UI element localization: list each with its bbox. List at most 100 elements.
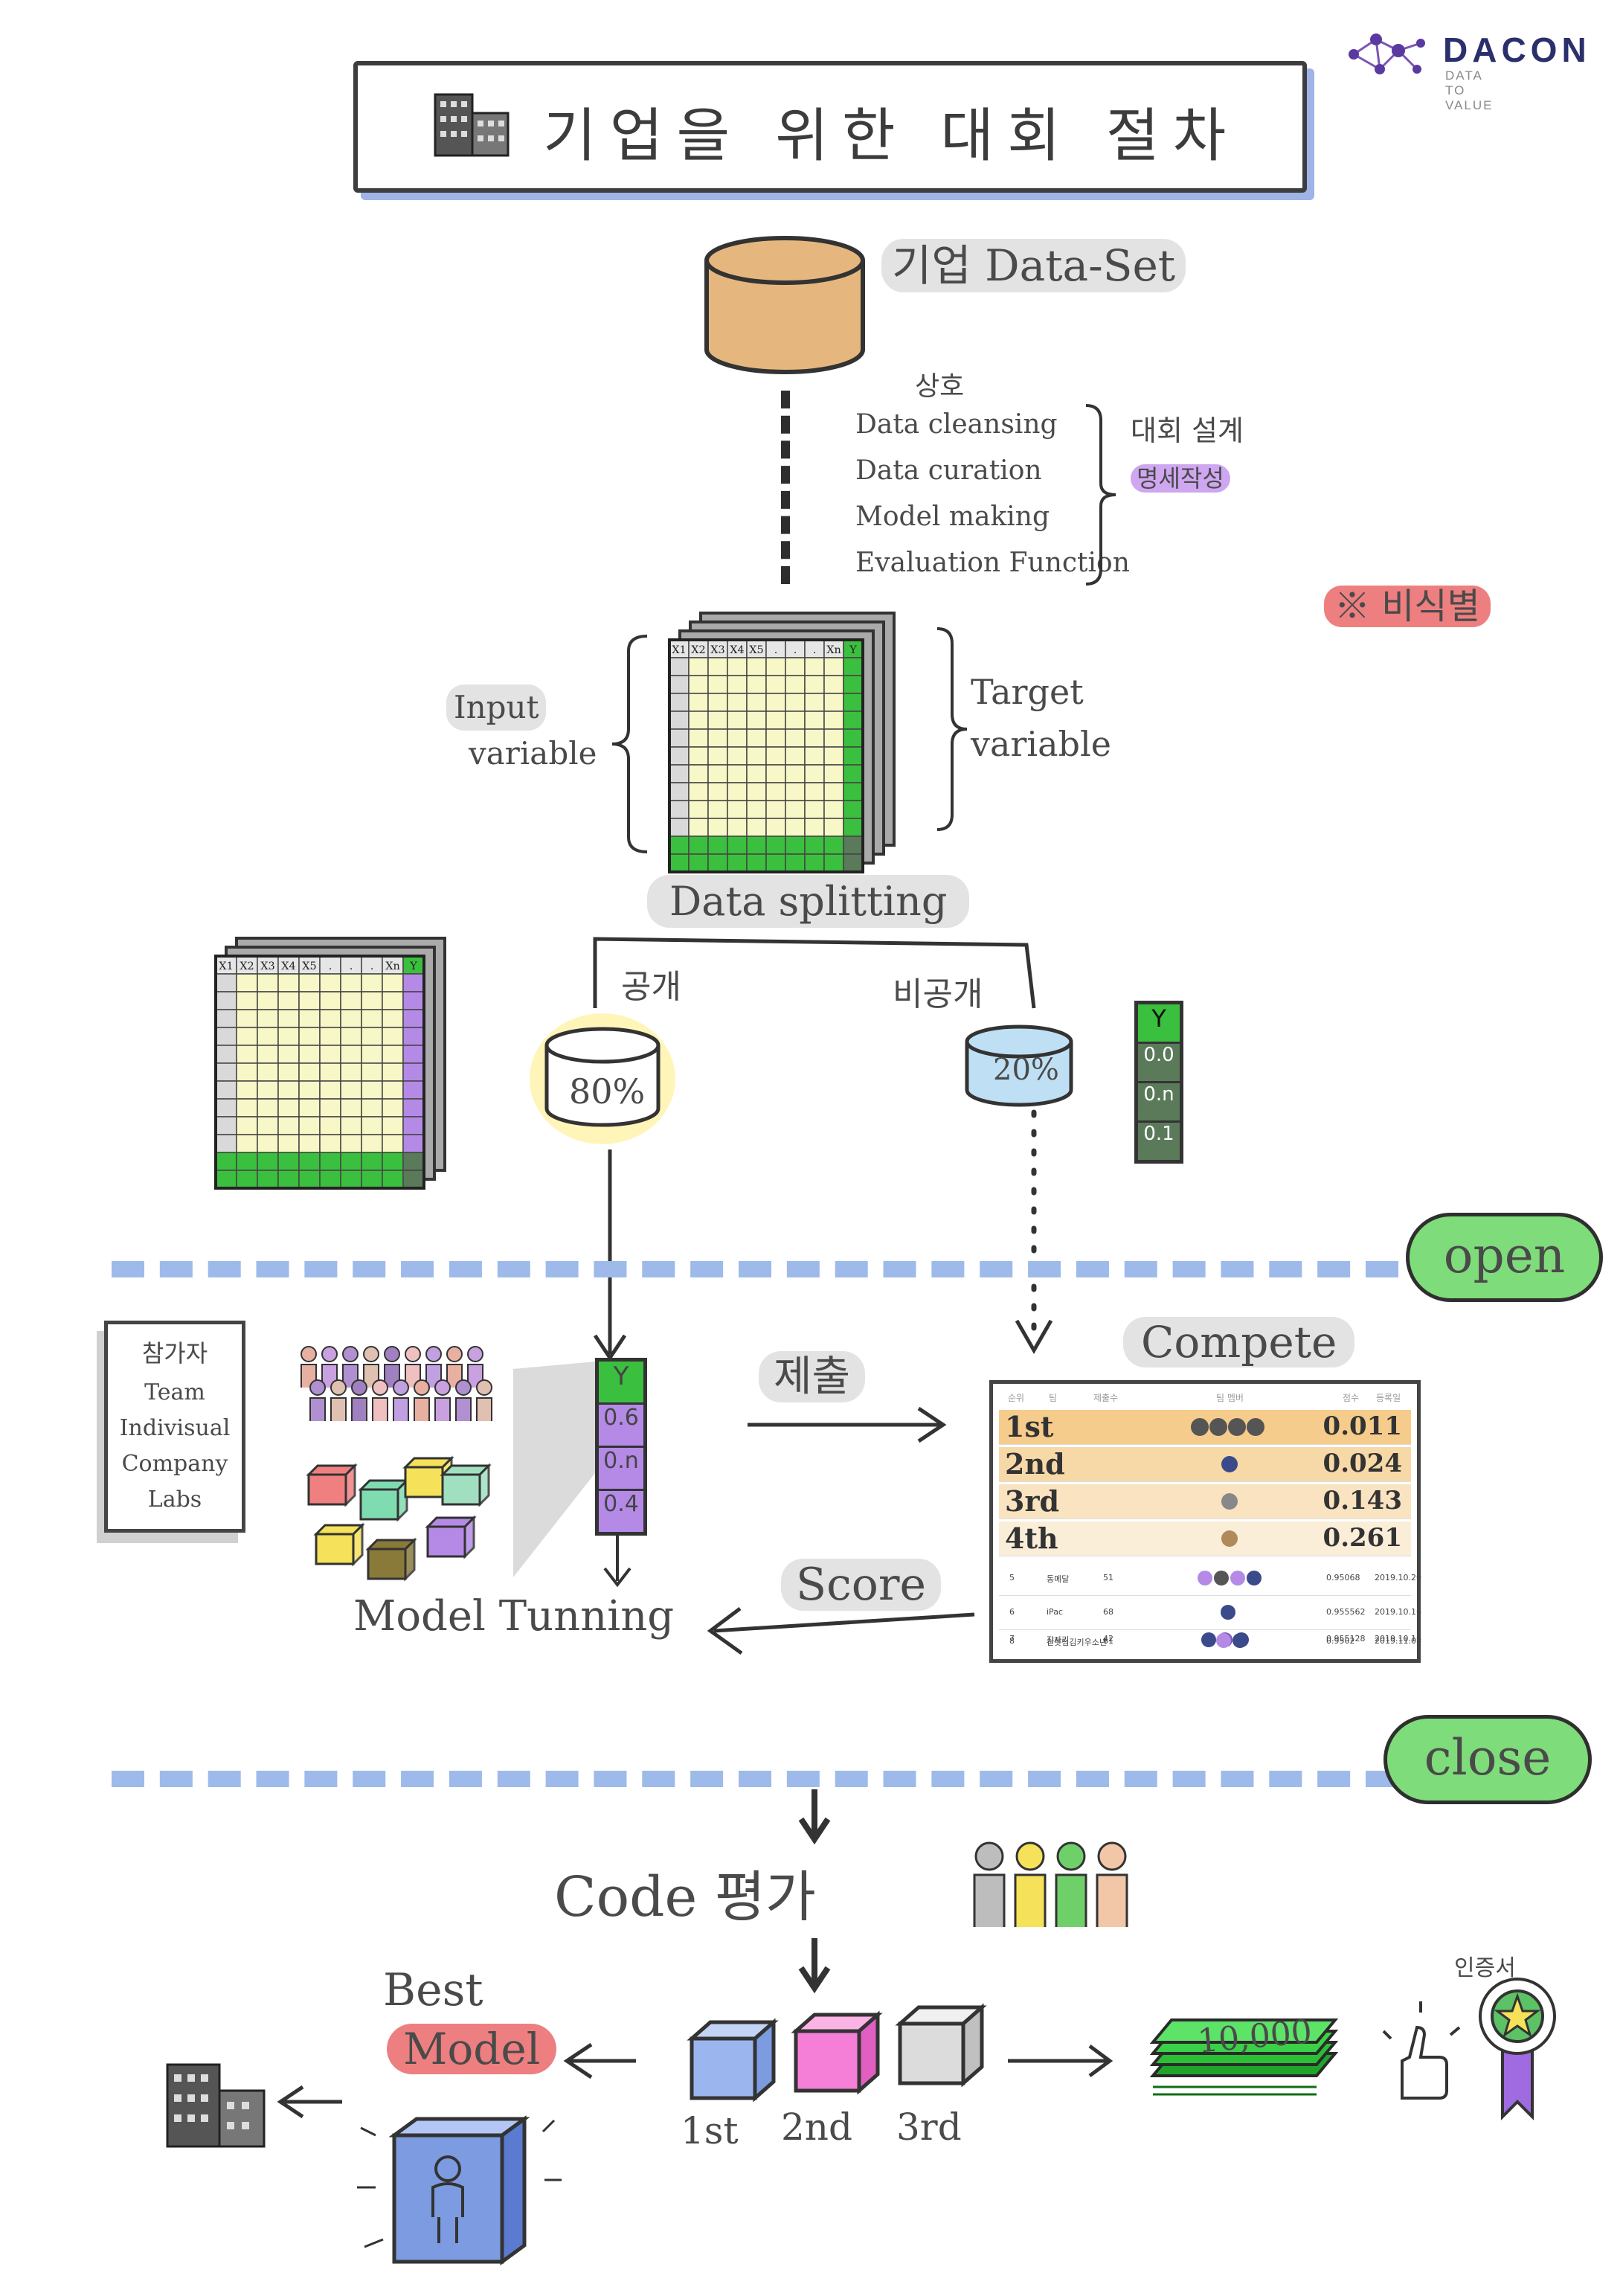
matrix-cell	[785, 675, 806, 694]
column-header: 순위	[1008, 1393, 1025, 1403]
matrix-cell	[340, 1045, 362, 1064]
matrix-cell	[688, 657, 709, 676]
team-cube-icon	[440, 1463, 492, 1507]
participants-card: 참가자 Team Indivisual Company Labs	[104, 1321, 245, 1533]
matrix-cell	[804, 782, 825, 801]
matrix-cell	[804, 639, 825, 658]
matrix-cell	[382, 1152, 404, 1171]
dataset-connector	[781, 391, 790, 584]
matrix-cell	[688, 782, 709, 801]
matrix-cell	[727, 693, 748, 712]
row-team: iPac	[1047, 1607, 1063, 1617]
compete-title-text: Compete	[1123, 1317, 1355, 1367]
matrix-cell	[215, 1116, 237, 1135]
matrix-header-label: Xn	[385, 961, 400, 972]
matrix-cell	[361, 1152, 383, 1171]
target-label-line: variable	[971, 724, 1111, 764]
matrix-cell	[319, 1080, 341, 1100]
matrix-cell	[361, 1045, 383, 1064]
consult-list: Data cleansing Data curation Model makin…	[855, 402, 1130, 586]
matrix-cell	[746, 782, 767, 801]
matrix-cell	[382, 1116, 404, 1135]
rank-label: 3rd	[1005, 1484, 1060, 1518]
matrix-cell	[727, 782, 748, 801]
matrix-cell	[215, 1009, 237, 1028]
public-cylinder	[528, 1012, 677, 1149]
logo-wordmark: DACON	[1443, 31, 1591, 69]
matrix-cell	[319, 1152, 341, 1171]
matrix-cell	[669, 800, 690, 819]
matrix-header-label: .	[350, 961, 353, 972]
matrix-cell	[688, 800, 709, 819]
matrix-cell	[746, 639, 767, 658]
extra-leaderboard-row[interactable]: 8 산뜻섬김키우소년 61 0.9502 2019.11.08	[999, 1626, 1421, 1655]
matrix-cell	[843, 711, 864, 730]
matrix-cell	[746, 675, 767, 694]
score-label: Score	[781, 1559, 942, 1611]
matrix-cell	[361, 1098, 383, 1117]
matrix-cell	[236, 1170, 258, 1189]
leaderboard-top-row[interactable]: 3rd 0.143	[999, 1484, 1411, 1519]
matrix-cell	[340, 1170, 362, 1189]
row-score: 0.955128	[1326, 1634, 1366, 1644]
row-score: 0.9502	[1326, 1636, 1355, 1646]
split-connector	[588, 930, 1041, 1015]
input-variable-label: Input variable	[446, 684, 597, 777]
matrix-cell	[319, 1009, 341, 1028]
matrix-cell	[319, 991, 341, 1010]
team-cube-icon	[306, 1463, 358, 1507]
place-label: 1st	[681, 2109, 739, 2152]
row-date: 2019.10.20	[1375, 1573, 1421, 1582]
matrix-cell	[746, 853, 767, 873]
matrix-cell	[382, 973, 404, 993]
row-count: 42	[1103, 1634, 1113, 1644]
matrix-cell	[688, 853, 709, 873]
award-ribbon-icon	[1476, 1975, 1566, 2127]
matrix-cell	[707, 836, 728, 855]
leaderboard-top-row[interactable]: 1st 0.011	[999, 1410, 1411, 1445]
matrix-cell	[402, 1098, 425, 1117]
matrix-cell	[746, 818, 767, 837]
matrix-cell	[688, 818, 709, 837]
nda-note: ※ 비식별	[1324, 577, 1491, 629]
matrix-cell	[298, 1134, 321, 1153]
leaderboard-top-row[interactable]: 4th 0.261	[999, 1521, 1411, 1556]
matrix-cell	[361, 1062, 383, 1082]
private-value-cell: 0.1	[1138, 1120, 1180, 1160]
matrix-cell	[688, 728, 709, 748]
consult-result-spec: 명세작성	[1131, 460, 1230, 494]
input-label-line: Input	[446, 684, 547, 731]
matrix-cell	[257, 973, 279, 993]
matrix-cell	[257, 1170, 279, 1189]
matrix-cell	[382, 1062, 404, 1082]
matrix-header-label: X1	[672, 644, 686, 656]
matrix-header-label: X3	[260, 961, 274, 972]
rank-label: 1st	[1005, 1410, 1054, 1443]
leaderboard-top-row[interactable]: 2nd 0.024	[999, 1447, 1411, 1482]
matrix-header-label: .	[794, 644, 797, 656]
matrix-cell	[746, 746, 767, 766]
code-eval-text: Code 평가	[554, 1865, 817, 1929]
matrix-cell	[257, 1098, 279, 1117]
leaderboard-row[interactable]: 6 iPac 68 0.955562 2019.10.16	[999, 1595, 1421, 1630]
participant-type: Indivisual	[119, 1415, 231, 1441]
building-icon	[431, 83, 513, 161]
matrix-cell	[340, 1098, 362, 1117]
third-place-cube	[893, 2001, 989, 2094]
consult-heading: 상호	[915, 371, 965, 402]
compete-title: Compete	[1123, 1317, 1355, 1367]
matrix-cell	[402, 1134, 425, 1153]
matrix-cell	[340, 1152, 362, 1171]
person-icon	[351, 1379, 367, 1421]
matrix-cell	[298, 1062, 321, 1082]
rank-label: 4th	[1005, 1521, 1058, 1555]
matrix-cell	[215, 1152, 237, 1171]
matrix-cell	[823, 782, 844, 801]
matrix-cell	[236, 1045, 258, 1064]
matrix-cell	[727, 675, 748, 694]
evaluator-person-icon	[1014, 1841, 1047, 1927]
leaderboard-row[interactable]: 5 동메달 51 0.95068 2019.10.20	[999, 1561, 1421, 1596]
matrix-cell	[707, 657, 728, 676]
matrix-header-label: X4	[730, 644, 744, 656]
private-cylinder	[952, 1016, 1086, 1115]
